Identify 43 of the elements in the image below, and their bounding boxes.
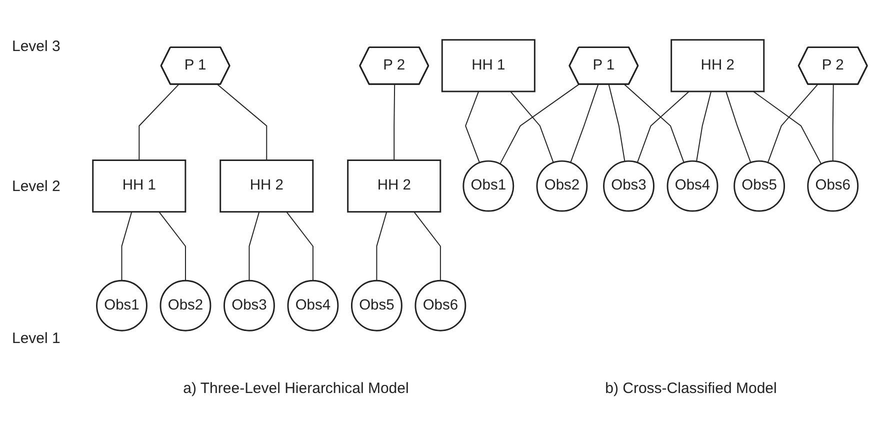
connector [608,84,626,162]
connector [767,84,818,163]
connector [752,90,822,164]
node-circle: Obs5 [350,280,402,332]
node-box: HH 2 [670,38,765,92]
connector [636,90,690,163]
connector [394,84,396,160]
connector [248,211,260,281]
connector [510,90,554,163]
panel-caption: a) Three-Level Hierarchical Model [183,380,409,397]
node-circle: Obs6 [414,280,466,332]
connector [121,211,132,281]
node-box: HH 1 [92,159,186,212]
node-box: HH 1 [441,38,536,92]
connector [570,84,599,163]
node-box: HH 2 [220,159,314,212]
node-circle: Obs2 [160,280,212,332]
connector [217,84,268,160]
connector [465,90,480,163]
level-label: Level 3 [12,38,60,55]
node-circle: Obs1 [462,160,514,212]
node-circle: Obs3 [224,280,275,332]
connector [696,90,712,162]
connector [624,84,684,163]
node-circle: Obs2 [536,160,588,212]
connector [726,90,752,163]
connector [158,211,186,281]
node-circle: Obs4 [287,280,339,332]
panel-caption: b) Cross-Classified Model [605,380,777,397]
connector [138,84,180,160]
connector [832,84,834,162]
level-label: Level 2 [12,178,60,195]
node-circle: Obs6 [807,160,859,212]
node-box: HH 2 [347,159,442,212]
connector [286,211,314,281]
level-label: Level 1 [12,330,60,347]
connector [413,211,441,281]
node-circle: Obs1 [96,280,148,332]
node-circle: Obs3 [603,160,654,212]
connector [500,84,580,164]
node-circle: Obs5 [734,160,786,212]
node-circle: Obs4 [666,160,718,212]
connector [376,211,388,281]
